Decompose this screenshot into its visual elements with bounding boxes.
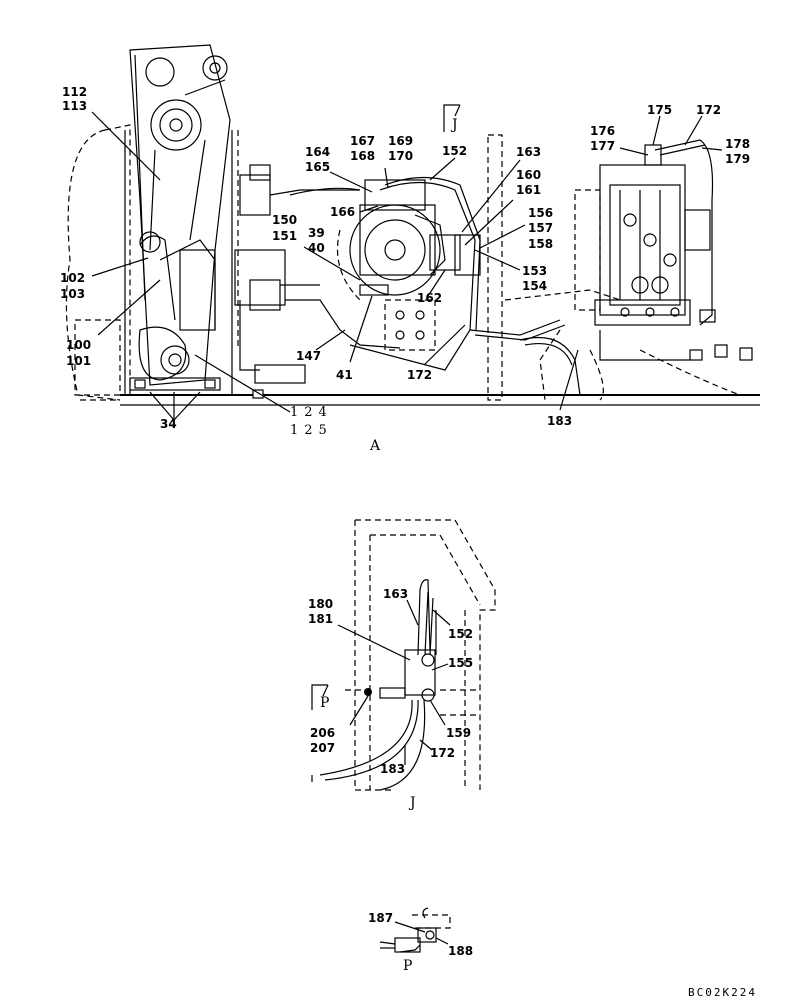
part-157-label: 157 [528, 221, 553, 235]
part-156-label: 156 [528, 206, 553, 220]
part-153-label: 153 [522, 264, 547, 278]
part-181-label: 181 [308, 612, 333, 626]
view-p-reference-arrow [311, 684, 328, 710]
part-175-label: 175 [647, 103, 672, 117]
view-p-drawing [379, 907, 451, 953]
view-j-reference-label: J [450, 117, 458, 133]
part-206-label: 206 [310, 726, 335, 740]
view-p-labels: 187 188 P [368, 911, 473, 974]
part-151-label: 151 [272, 229, 297, 243]
part-177-label: 177 [590, 139, 615, 153]
part-155-label: 155 [448, 656, 473, 670]
part-39-label: 39 [308, 226, 325, 240]
part-183-label: 183 [547, 414, 572, 428]
part-163-label: 163 [516, 145, 541, 159]
part-169-label: 169 [388, 134, 413, 148]
part-176-label: 176 [590, 124, 615, 138]
part-160-label: 160 [516, 168, 541, 182]
part-152-label-j: 152 [448, 627, 473, 641]
part-102-label: 102 [60, 271, 85, 285]
part-163-label-j: 163 [383, 587, 408, 601]
part-158-label: 158 [528, 237, 553, 251]
part-152-label: 152 [442, 144, 467, 158]
part-112-label: 112 [62, 85, 87, 99]
part-172-label-right: 172 [696, 103, 721, 117]
part-167-label: 167 [350, 134, 375, 148]
view-j-labels: 180 181 163 152 155 206 207 159 172 183 … [308, 587, 473, 811]
part-168-label: 168 [350, 149, 375, 163]
part-178-label: 178 [725, 137, 750, 151]
view-j-reference-arrow [443, 104, 460, 132]
part-147-label: 147 [296, 349, 321, 363]
part-103-label: 103 [60, 287, 85, 301]
part-170-label: 170 [388, 149, 413, 163]
part-183-label-j: 183 [380, 762, 405, 776]
view-a-title: A [369, 438, 381, 454]
view-p-title: P [403, 958, 412, 974]
part-179-label: 179 [725, 152, 750, 166]
part-180-label: 180 [308, 597, 333, 611]
part-165-label: 165 [305, 160, 330, 174]
part-34-label: 34 [160, 417, 177, 431]
part-40-label: 40 [308, 241, 325, 255]
part-101-label: 101 [66, 354, 91, 368]
part-162-label: 162 [417, 291, 442, 305]
part-41-label: 41 [336, 368, 353, 382]
part-164-label: 164 [305, 145, 330, 159]
part-187-label: 187 [368, 911, 393, 925]
view-j-drawing [311, 519, 496, 791]
view-p-reference-label: P [320, 695, 329, 711]
view-a-drawing [65, 44, 760, 406]
part-207-label: 207 [310, 741, 335, 755]
view-a-labels: 112 113 102 103 100 101 34 124 125 A 164… [60, 85, 750, 454]
part-113-label: 113 [62, 99, 87, 113]
part-150-label: 150 [272, 213, 297, 227]
part-125-label: 125 [290, 423, 333, 438]
part-124-label: 124 [290, 405, 333, 420]
part-154-label: 154 [522, 279, 547, 293]
part-100-label: 100 [66, 338, 91, 352]
part-161-label: 161 [516, 183, 541, 197]
part-172-label-j: 172 [430, 746, 455, 760]
view-j-title: J [408, 795, 416, 811]
part-166-label: 166 [330, 205, 355, 219]
drawing-code: BC02K224 [688, 986, 757, 999]
view-j-leaders [337, 599, 451, 765]
part-172-label: 172 [407, 368, 432, 382]
part-159-label: 159 [446, 726, 471, 740]
view-a-leaders [91, 111, 723, 421]
part-188-label: 188 [448, 944, 473, 958]
